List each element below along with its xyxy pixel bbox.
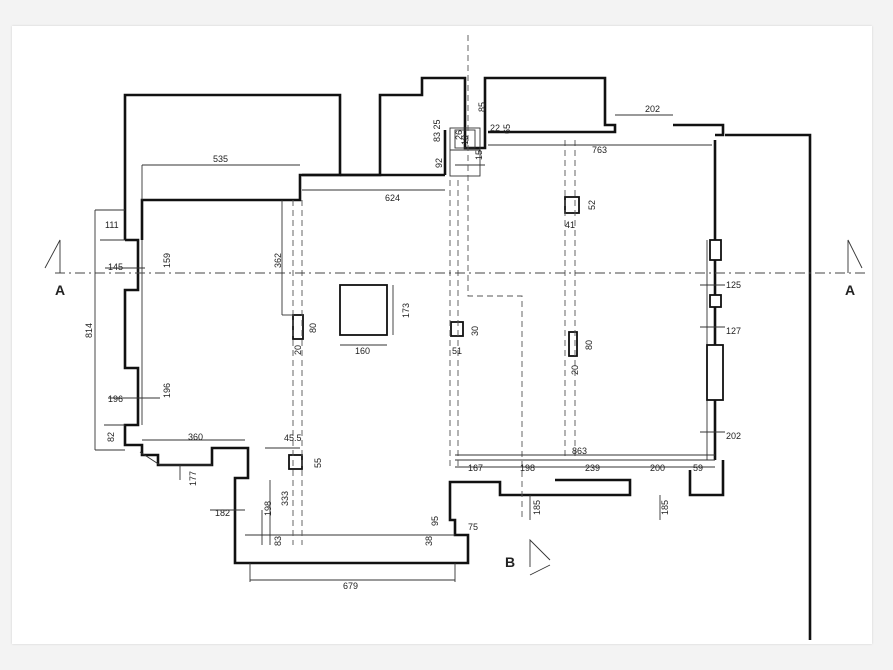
dim-196-left: 196: [108, 394, 123, 404]
dim-160: 160: [355, 346, 370, 356]
dim-185-left: 185: [532, 500, 542, 515]
dim-55: 55: [313, 458, 323, 468]
dim-125: 125: [726, 280, 741, 290]
dim-763: 763: [592, 145, 607, 155]
dim-65: 65: [502, 124, 512, 134]
section-label-b: B: [505, 554, 515, 570]
dimension-lines: [94, 114, 725, 582]
dim-814: 814: [84, 323, 94, 338]
dim-177: 177: [188, 471, 198, 486]
dim-196-right: 196: [162, 383, 172, 398]
dim-19: 19: [460, 135, 470, 145]
dim-679: 679: [343, 581, 358, 591]
dim-145: 145: [108, 262, 123, 272]
dim-75: 75: [468, 522, 478, 532]
dim-20-right: 20: [570, 365, 580, 375]
dim-198-bottom: 198: [520, 463, 535, 473]
dim-185-right: 185: [660, 500, 670, 515]
grid-lines: [55, 35, 865, 545]
section-label-a-left: A: [55, 282, 65, 298]
dim-127: 127: [726, 326, 741, 336]
dim-38: 38: [424, 536, 434, 546]
central-pillar: [339, 284, 388, 336]
dim-535: 535: [213, 154, 228, 164]
dim-41: 41: [565, 220, 575, 230]
dimension-labels: 535 624 763 202 83 25 85 26 22 65 92 19 …: [84, 102, 741, 591]
dim-202-top: 202: [645, 104, 660, 114]
dim-182: 182: [215, 508, 230, 518]
dim-59: 59: [693, 463, 703, 473]
dim-360: 360: [188, 432, 203, 442]
exterior-walls: [123, 76, 812, 640]
dim-15: 15: [474, 150, 484, 160]
dim-52: 52: [587, 200, 597, 210]
dim-333: 333: [280, 491, 290, 506]
dim-173: 173: [401, 303, 411, 318]
dim-83: 83: [273, 536, 283, 546]
section-markers: [44, 239, 863, 576]
dim-200: 200: [650, 463, 665, 473]
dim-624: 624: [385, 193, 400, 203]
dim-85: 85: [477, 102, 487, 112]
dim-111: 111: [105, 220, 119, 230]
dim-51: 51: [452, 346, 462, 356]
dim-159: 159: [162, 253, 172, 268]
dim-26: 26: [454, 130, 464, 140]
dim-22: 22: [490, 123, 500, 133]
dim-45-5: 45.5: [284, 433, 302, 443]
floor-plan-sheet: [12, 26, 872, 644]
dim-362: 362: [273, 253, 283, 268]
dim-198-left: 198: [263, 501, 273, 516]
dim-239: 239: [585, 463, 600, 473]
dim-30: 30: [470, 326, 480, 336]
dim-83-25: 83 25: [432, 119, 442, 142]
service-core: [449, 127, 485, 177]
dim-167: 167: [468, 463, 483, 473]
dim-20-left: 20: [293, 345, 303, 355]
dim-80-right: 80: [584, 340, 594, 350]
dim-863: 863: [572, 446, 587, 456]
dim-92: 92: [434, 158, 444, 168]
dim-95: 95: [430, 516, 440, 526]
section-label-a-right: A: [845, 282, 855, 298]
dim-82: 82: [106, 432, 116, 442]
dim-80-left: 80: [308, 323, 318, 333]
dim-202-right: 202: [726, 431, 741, 441]
pillars: [288, 196, 580, 470]
